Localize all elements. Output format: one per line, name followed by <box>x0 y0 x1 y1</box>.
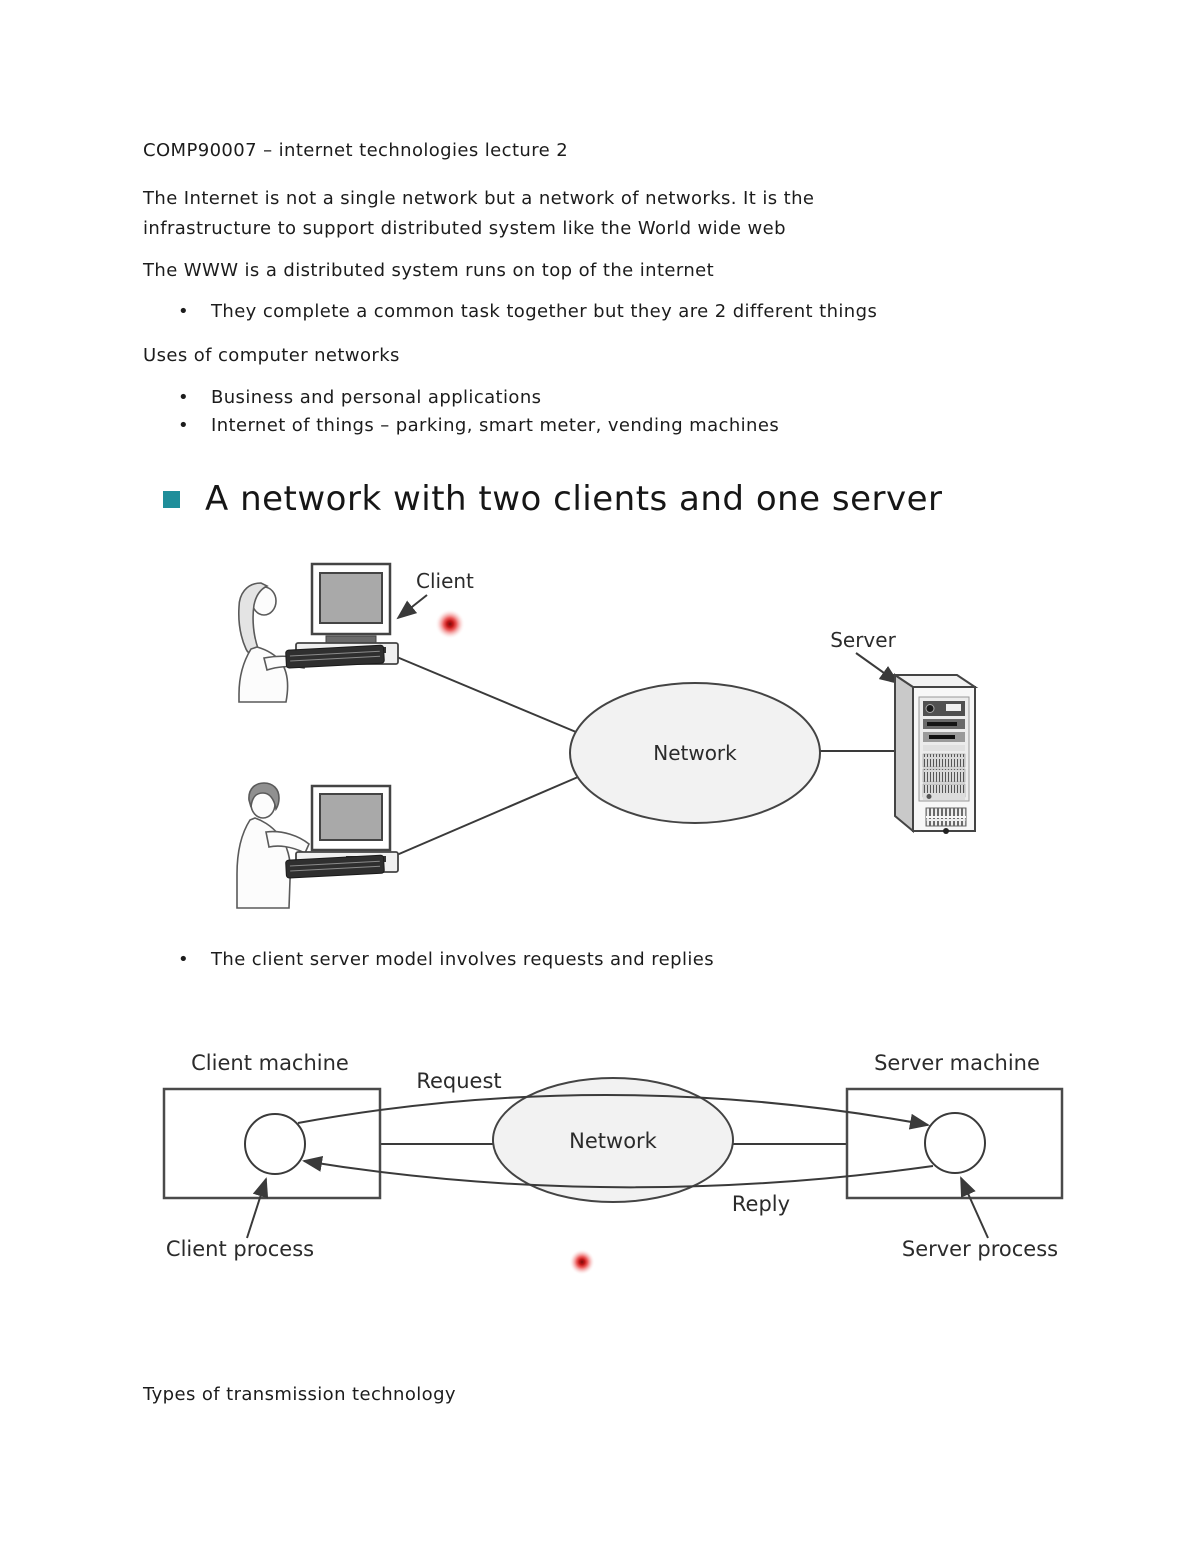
client-process-arrow <box>246 1177 269 1239</box>
client1-network-link <box>391 654 577 733</box>
request-reply-diagram: Network Client machine Server machine Re… <box>162 1051 1064 1275</box>
monitor-screen <box>319 793 383 841</box>
client-process-label: Client process <box>166 1237 314 1261</box>
request-label: Request <box>416 1069 501 1093</box>
www-bullet-text: They complete a common task together but… <box>211 301 878 322</box>
uses-bullet-text-1: Business and personal applications <box>211 387 542 408</box>
network-label: Network <box>569 1129 658 1153</box>
laser-pointer-dot-icon <box>569 1249 595 1275</box>
list-item: • Business and personal applications <box>178 384 1078 412</box>
woman-user-figure <box>238 582 307 703</box>
keyboard <box>285 854 385 879</box>
bullet-dot-icon: • <box>178 387 190 408</box>
keyboard <box>285 644 385 669</box>
server-machine-box <box>845 1087 1064 1200</box>
client-machine-label: Client machine <box>191 1051 349 1075</box>
slide-bullet-square-icon <box>163 491 180 508</box>
uses-heading: Uses of computer networks <box>143 345 400 366</box>
client-server-bullet-text: The client server model involves request… <box>211 949 714 970</box>
network-ellipse <box>492 1077 734 1203</box>
bullet-dot-icon: • <box>178 415 190 436</box>
network-ellipse <box>569 682 821 824</box>
slide-title-row: A network with two clients and one serve… <box>163 479 943 519</box>
www-paragraph: The WWW is a distributed system runs on … <box>143 260 715 281</box>
bullet-dot-icon: • <box>178 949 190 970</box>
client-server-bullet-item: • The client server model involves reque… <box>178 946 1038 974</box>
server-tower <box>891 673 979 834</box>
server-label: Server <box>830 628 896 652</box>
server-process-label: Server process <box>902 1237 1058 1261</box>
server-label-arrow <box>855 652 900 685</box>
reply-arrow <box>302 1156 934 1189</box>
man-user-figure <box>236 782 310 909</box>
server-process-arrow <box>960 1176 989 1239</box>
intro-paragraph: The Internet is not a single network but… <box>143 188 815 239</box>
uses-bullet-list: • Business and personal applications • I… <box>178 384 1078 440</box>
client-computer-2 <box>285 784 399 879</box>
closing-line: Types of transmission technology <box>143 1384 456 1405</box>
client-process-circle <box>244 1113 306 1175</box>
laser-pointer-dot-icon <box>435 609 465 639</box>
client-computer-1 <box>285 562 399 669</box>
server-process-circle <box>924 1112 986 1174</box>
client2-network-link <box>391 776 579 858</box>
request-arrow <box>297 1094 930 1130</box>
list-item: • Internet of things – parking, smart me… <box>178 412 1078 440</box>
network-label: Network <box>653 741 737 765</box>
uses-bullet-text-2: Internet of things – parking, smart mete… <box>211 415 780 436</box>
client-label-arrow <box>396 594 428 620</box>
doc-heading: COMP90007 – internet technologies lectur… <box>143 140 569 161</box>
www-bullet-item: • They complete a common task together b… <box>178 298 1038 326</box>
monitor-screen <box>319 572 383 624</box>
client-label: Client <box>416 569 474 593</box>
bullet-dot-icon: • <box>178 301 190 322</box>
man-hair <box>248 782 280 812</box>
server-machine-label: Server machine <box>874 1051 1040 1075</box>
reply-label: Reply <box>732 1192 790 1216</box>
clients-server-network-diagram: Network Client <box>236 562 979 909</box>
slide-title: A network with two clients and one serve… <box>205 479 943 519</box>
